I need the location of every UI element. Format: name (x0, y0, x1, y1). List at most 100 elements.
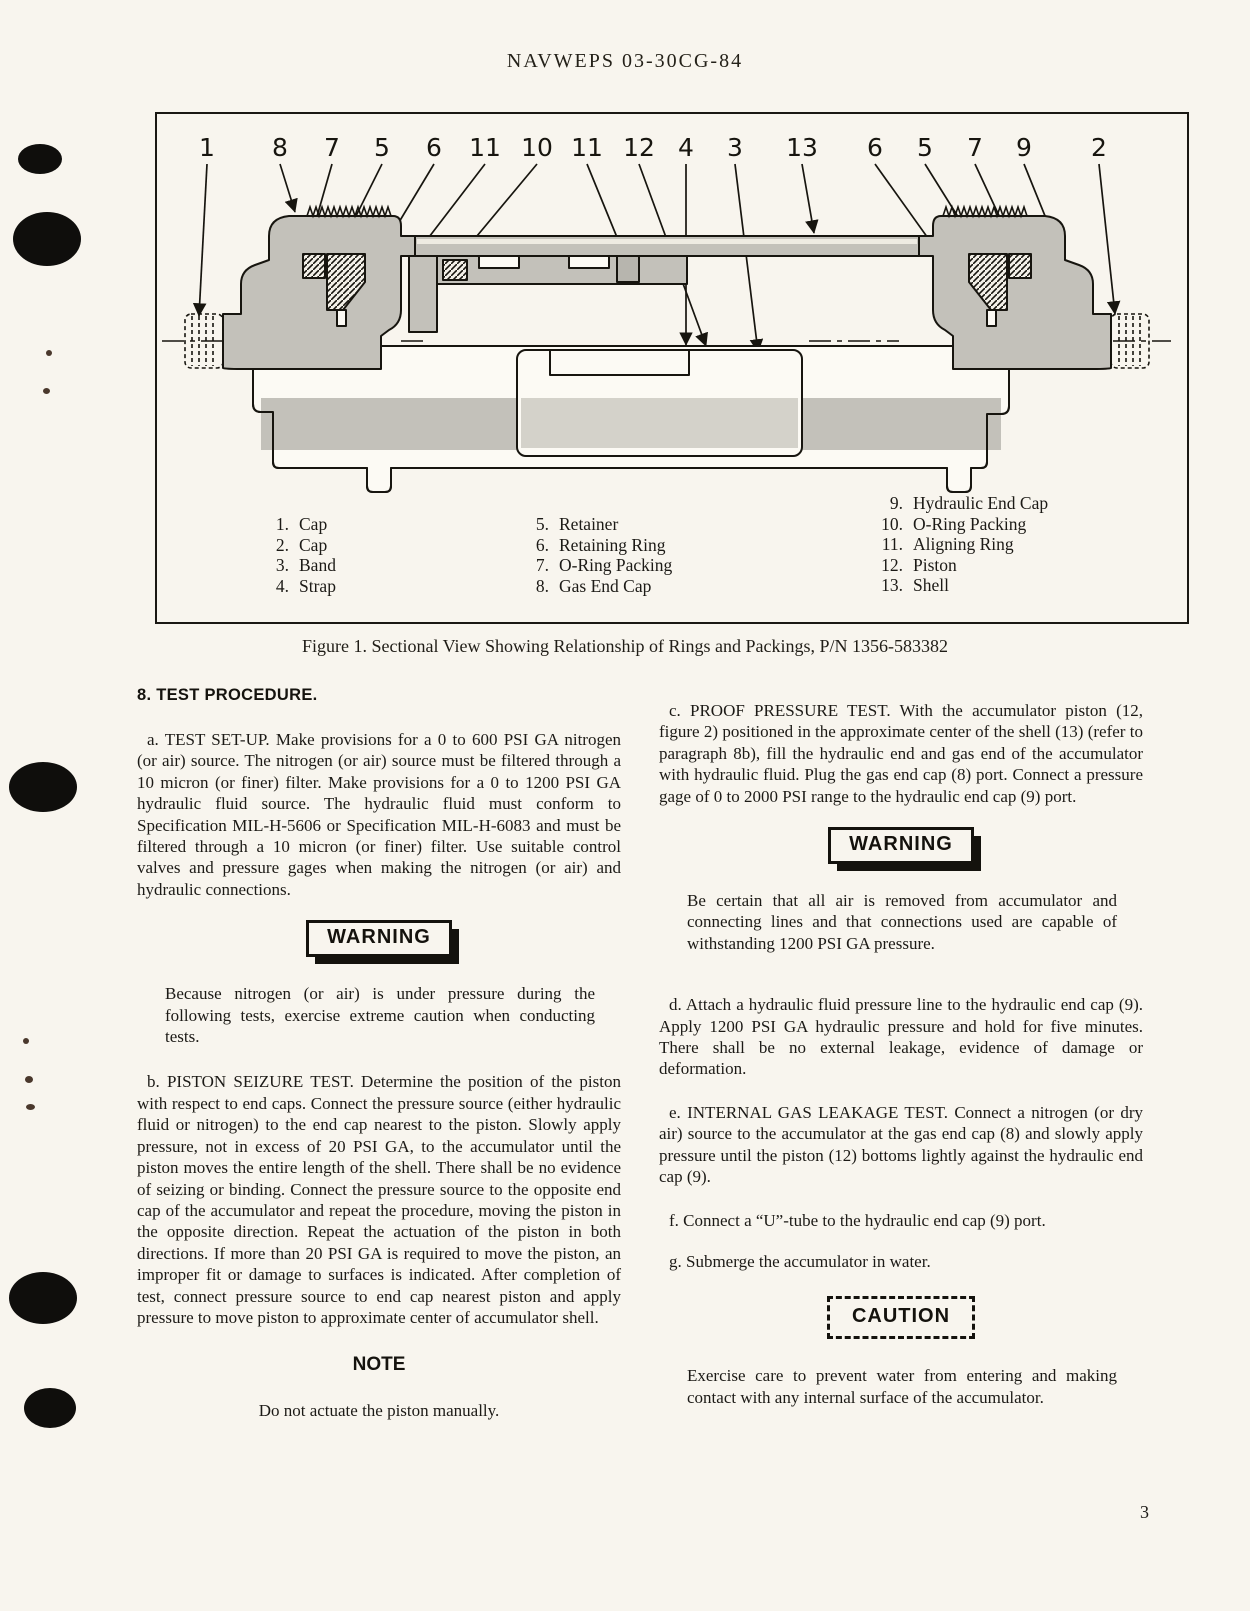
retainer (968, 253, 1008, 311)
legend-item: 7. O-Ring Packing (515, 555, 672, 576)
legend-label: Strap (299, 575, 336, 596)
thread-zigzag (306, 204, 392, 219)
shell-band (412, 235, 922, 257)
warning-text-2: Be certain that all air is removed from … (687, 891, 1117, 953)
ink-speck (43, 388, 50, 394)
paragraph-b: b. PISTON SEIZURE TEST. Determine the po… (137, 1072, 621, 1327)
callout-numbers: 1 8 7 5 6 11 10 11 12 4 3 13 6 5 7 9 2 (199, 133, 1107, 162)
thread-zigzag (942, 204, 1028, 219)
legend-number: 9. (889, 493, 903, 513)
legend-column-3: 9. Hydraulic End Cap 10.O-Ring Packing 11… (869, 493, 1048, 596)
callout-number: 3 (727, 133, 743, 162)
callout-number: 6 (426, 133, 442, 162)
paragraph-e: e. INTERNAL GAS LEAKAGE TEST. Connect a … (659, 1102, 1143, 1187)
legend-item: 6. Retaining Ring (515, 535, 672, 556)
callout-number: 13 (786, 133, 818, 162)
punch-hole-mark (9, 1272, 77, 1324)
figure-caption: Figure 1. Sectional View Showing Relatio… (301, 636, 949, 656)
callout-number: 11 (571, 133, 603, 162)
legend-item: 11. Aligning Ring (869, 534, 1048, 555)
legend-column-2: 5.Retainer 6. Retaining Ring 7. O-Ring Pac… (515, 514, 672, 596)
paragraph-d: d. Attach a hydraulic fluid pressure lin… (659, 995, 1143, 1079)
retaining-ring (336, 309, 347, 327)
legend-item: 12. Piston (869, 555, 1048, 576)
o-ring-packing (1008, 253, 1032, 279)
ink-speck (46, 350, 52, 356)
legend-item: 4. Strap (255, 576, 336, 597)
legend-label: Aligning Ring (913, 534, 1014, 554)
legend-item: 2.Cap (255, 535, 336, 556)
legend-number: 13. (881, 575, 903, 595)
legend-column-1: 1. Cap 2.Cap 3. Band 4. Strap (255, 514, 336, 596)
legend-number: 6. (535, 534, 549, 555)
figure-1-frame: 1 8 7 5 6 11 10 11 12 4 3 13 6 5 7 9 2 (155, 112, 1189, 624)
legend-label: Shell (913, 575, 949, 595)
legend-number: 8. (535, 575, 549, 596)
legend-number: 12. (881, 554, 903, 575)
accumulator-sectional-diagram: 1 8 7 5 6 11 10 11 12 4 3 13 6 5 7 9 2 (162, 133, 1171, 493)
punch-hole-mark (24, 1388, 76, 1428)
strap-notch (549, 349, 690, 376)
o-ring-packing (302, 253, 326, 279)
document-number: NAVWEPS 03-30CG-84 (506, 50, 744, 72)
page-number: 3 (1140, 1502, 1149, 1522)
ink-speck (25, 1076, 33, 1083)
legend-item: 5.Retainer (515, 514, 672, 535)
legend-label: Retaining Ring (559, 534, 666, 555)
callout-number: 11 (469, 133, 501, 162)
callout-number: 2 (1091, 133, 1107, 162)
legend-item: 9. Hydraulic End Cap (869, 493, 1048, 514)
callout-number: 5 (917, 133, 933, 162)
legend-label: Band (299, 555, 336, 575)
hydraulic-end-cap (918, 204, 1112, 370)
ink-speck (26, 1104, 35, 1110)
callout-number: 4 (678, 133, 694, 162)
callout-number: 6 (867, 133, 883, 162)
legend-number: 1. (275, 514, 289, 534)
punch-hole-mark (9, 762, 77, 812)
paragraph-f: f. Connect a “U”-tube to the hydraulic e… (669, 1210, 1046, 1230)
legend-item: 1. Cap (255, 514, 336, 535)
paragraph-g: g. Submerge the accumulator in water. (669, 1251, 931, 1271)
legend-label: Hydraulic End Cap (913, 493, 1049, 513)
legend-label: Cap (299, 514, 328, 534)
aligning-ring (616, 255, 640, 283)
legend-label: Retainer (559, 514, 619, 534)
gas-port-threads (184, 313, 224, 369)
legend-number: 11. (881, 534, 903, 554)
retaining-ring (986, 309, 997, 327)
caution-text: Exercise care to prevent water from ente… (687, 1366, 1117, 1407)
gas-end-cap (222, 204, 416, 370)
legend-number: 3. (275, 555, 289, 575)
callout-number: 7 (324, 133, 340, 162)
callout-number: 1 (199, 133, 215, 162)
legend-item: 10.O-Ring Packing (869, 514, 1048, 535)
legend-number: 7. (535, 555, 549, 575)
legend-label: O-Ring Packing (559, 555, 673, 575)
aligning-flange (408, 255, 688, 333)
caution-box: CAUTION (826, 1296, 976, 1340)
callout-number: 8 (272, 133, 288, 162)
text-column-left: 8. TEST PROCEDURE. a. TEST SET-UP. Make … (137, 678, 621, 1437)
warning-box: WARNING (306, 920, 452, 958)
legend-number: 4. (275, 575, 289, 596)
punch-hole-mark (18, 144, 62, 174)
piston (516, 349, 803, 457)
text-column-right: c. PROOF PRESSURE TEST. With the accumul… (659, 678, 1143, 1423)
legend-label: Cap (299, 534, 328, 555)
punch-hole-mark (13, 212, 81, 266)
note-heading: NOTE (352, 1354, 406, 1376)
warning-text-1: Because nitrogen (or air) is under press… (165, 984, 595, 1047)
callout-number: 12 (623, 133, 655, 162)
note-text: Do not actuate the piston manually. (258, 1401, 500, 1421)
warning-box: WARNING (828, 827, 974, 865)
callout-number: 5 (374, 133, 390, 162)
caution-box-wrap: CAUTION (659, 1296, 1143, 1340)
hydraulic-port-threads (1110, 313, 1150, 369)
legend-item: 3. Band (255, 555, 336, 576)
callout-number: 7 (967, 133, 983, 162)
legend-label: Piston (913, 554, 957, 575)
callout-number: 9 (1016, 133, 1032, 162)
legend-number: 10. (881, 513, 903, 534)
